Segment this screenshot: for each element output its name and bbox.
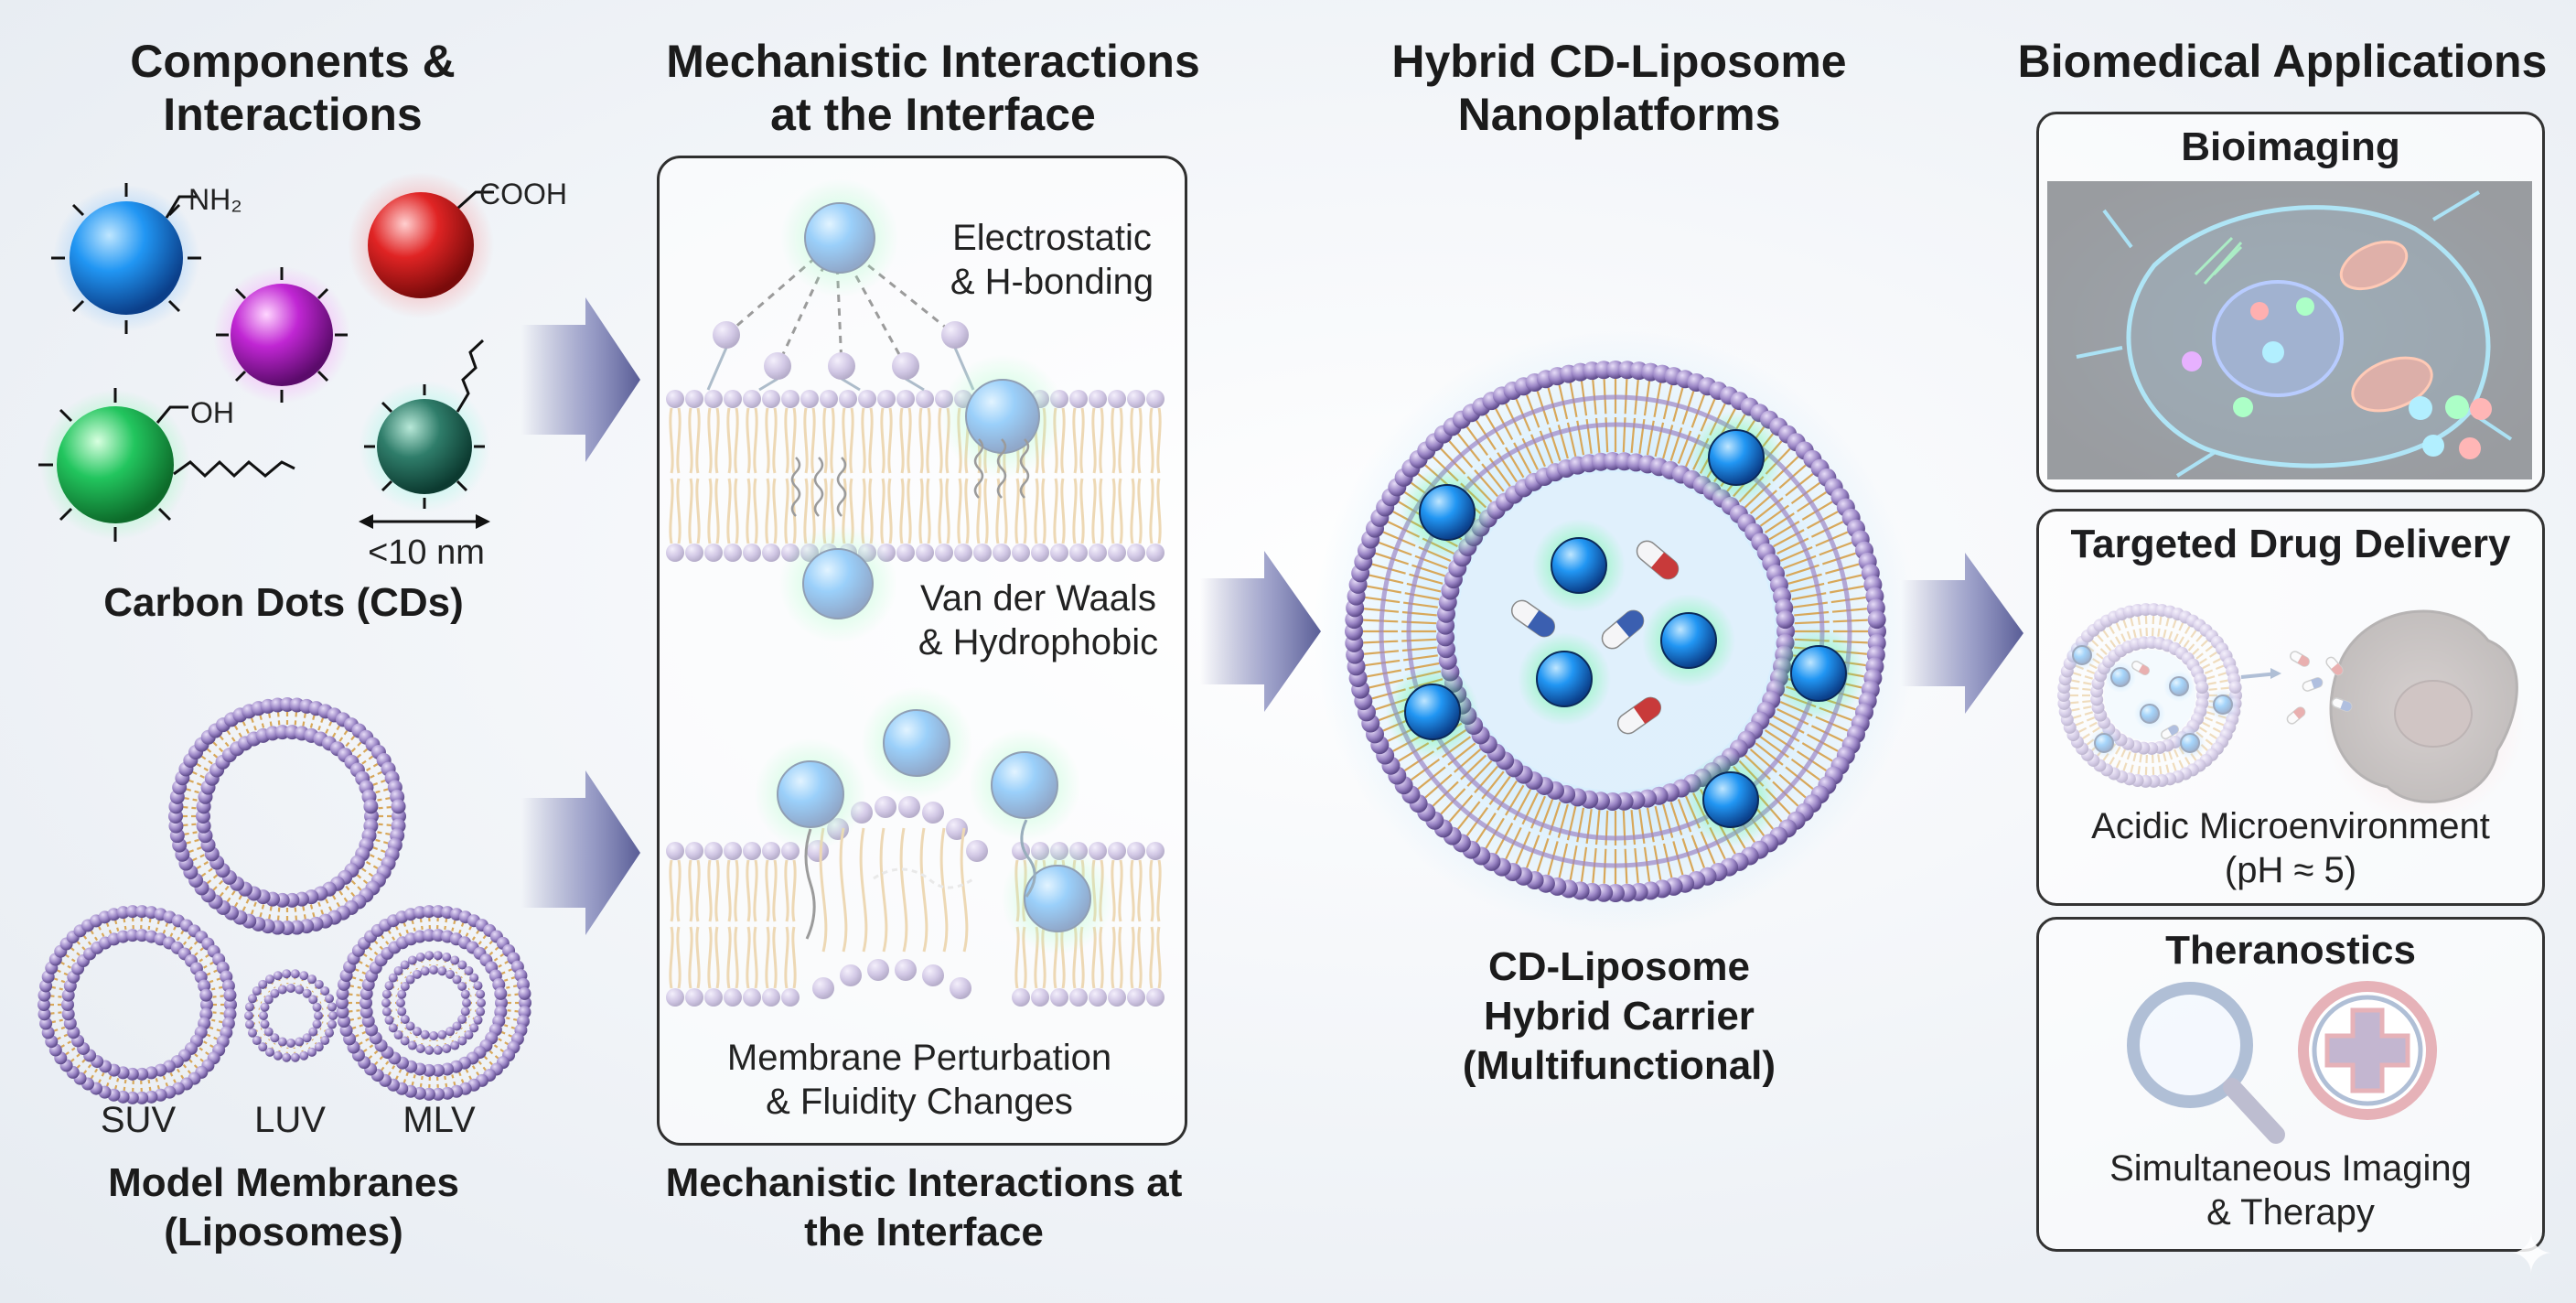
- liposome-bilayer: [38, 905, 237, 1104]
- liposome-bilayer: [381, 951, 486, 1055]
- suv-label: SUV: [100, 1100, 177, 1140]
- drug-capsule: [1636, 540, 1680, 580]
- carbon-dot: [1772, 627, 1865, 720]
- carbon-dot: [1532, 519, 1626, 612]
- size-label: <10 nm: [368, 533, 485, 572]
- drug-capsule: [1616, 696, 1662, 735]
- flow-arrows-1: [521, 297, 640, 935]
- liposome-bilayer: [168, 697, 406, 935]
- electrostatic-label: Electrostatic& H-bonding: [950, 218, 1154, 302]
- carbon-dot: [1684, 753, 1777, 846]
- carbon-dots-caption: Carbon Dots (CDs): [103, 580, 464, 625]
- bioimaging-title: Bioimaging: [2181, 124, 2400, 169]
- liposome-bilayer: [244, 969, 338, 1062]
- hybrid-carrier-graphic: [1314, 329, 1917, 933]
- hybrid-title: Hybrid CD-Liposome Nanoplatforms: [1391, 36, 1847, 140]
- carbon-dot: [1386, 665, 1479, 759]
- hydroxyl-label: OH: [190, 396, 234, 429]
- carbon-dot: [1642, 594, 1735, 687]
- drug-capsule: [1510, 599, 1556, 638]
- vdw-label: Van der Waals& Hydrophobic: [918, 578, 1159, 662]
- carboxyl-label: COOH: [479, 178, 567, 210]
- drug-delivery-box: Targeted Drug Delivery Acidic Microenvir…: [2036, 509, 2545, 906]
- sparkle-icon: ✦: [2507, 1223, 2554, 1285]
- mechanism-panel: [657, 156, 1187, 1146]
- components-title: Components & Interactions: [130, 36, 456, 140]
- simultaneous-label: Simultaneous Imaging& Therapy: [2109, 1148, 2472, 1233]
- carbon-dots-group: [38, 172, 494, 542]
- perturbation-label: Membrane Perturbation& Fluidity Changes: [726, 1038, 1112, 1122]
- carbon-dot: [1401, 466, 1494, 559]
- model-membranes-group: [38, 697, 531, 1104]
- liposome-bilayer: [1345, 361, 1886, 902]
- model-membranes-caption: Model Membranes(Liposomes): [108, 1160, 459, 1255]
- mlv-label: MLV: [402, 1100, 476, 1140]
- carbon-dot: [1518, 632, 1611, 726]
- flow-arrow-right: [1901, 553, 2023, 714]
- mechanistic-caption: Mechanistic Interactions at the Interfac…: [665, 1160, 1183, 1255]
- applications-title: Biomedical Applications: [2017, 36, 2548, 87]
- bioimaging-box: Bioimaging: [2036, 112, 2545, 492]
- flow-arrow-top: [521, 297, 640, 462]
- amine-label: NH₂: [188, 183, 242, 216]
- mechanistic-title: Mechanistic Interactions at the Interfac…: [666, 36, 1200, 140]
- carbon-dot: [1690, 411, 1783, 504]
- drug-capsule: [1601, 609, 1645, 650]
- acidic-label: Acidic Microenvironment(pH ≈ 5): [2091, 806, 2490, 890]
- luv-label: LUV: [254, 1100, 326, 1140]
- flow-arrow-bottom: [521, 770, 640, 935]
- liposome-bilayer: [336, 905, 531, 1101]
- drug-delivery-title: Targeted Drug Delivery: [2070, 522, 2511, 566]
- theranostics-box: Theranostics Simultaneous Imaging& Thera…: [2036, 917, 2545, 1252]
- flow-arrow-middle: [1200, 551, 1321, 712]
- theranostics-title: Theranostics: [2165, 928, 2416, 973]
